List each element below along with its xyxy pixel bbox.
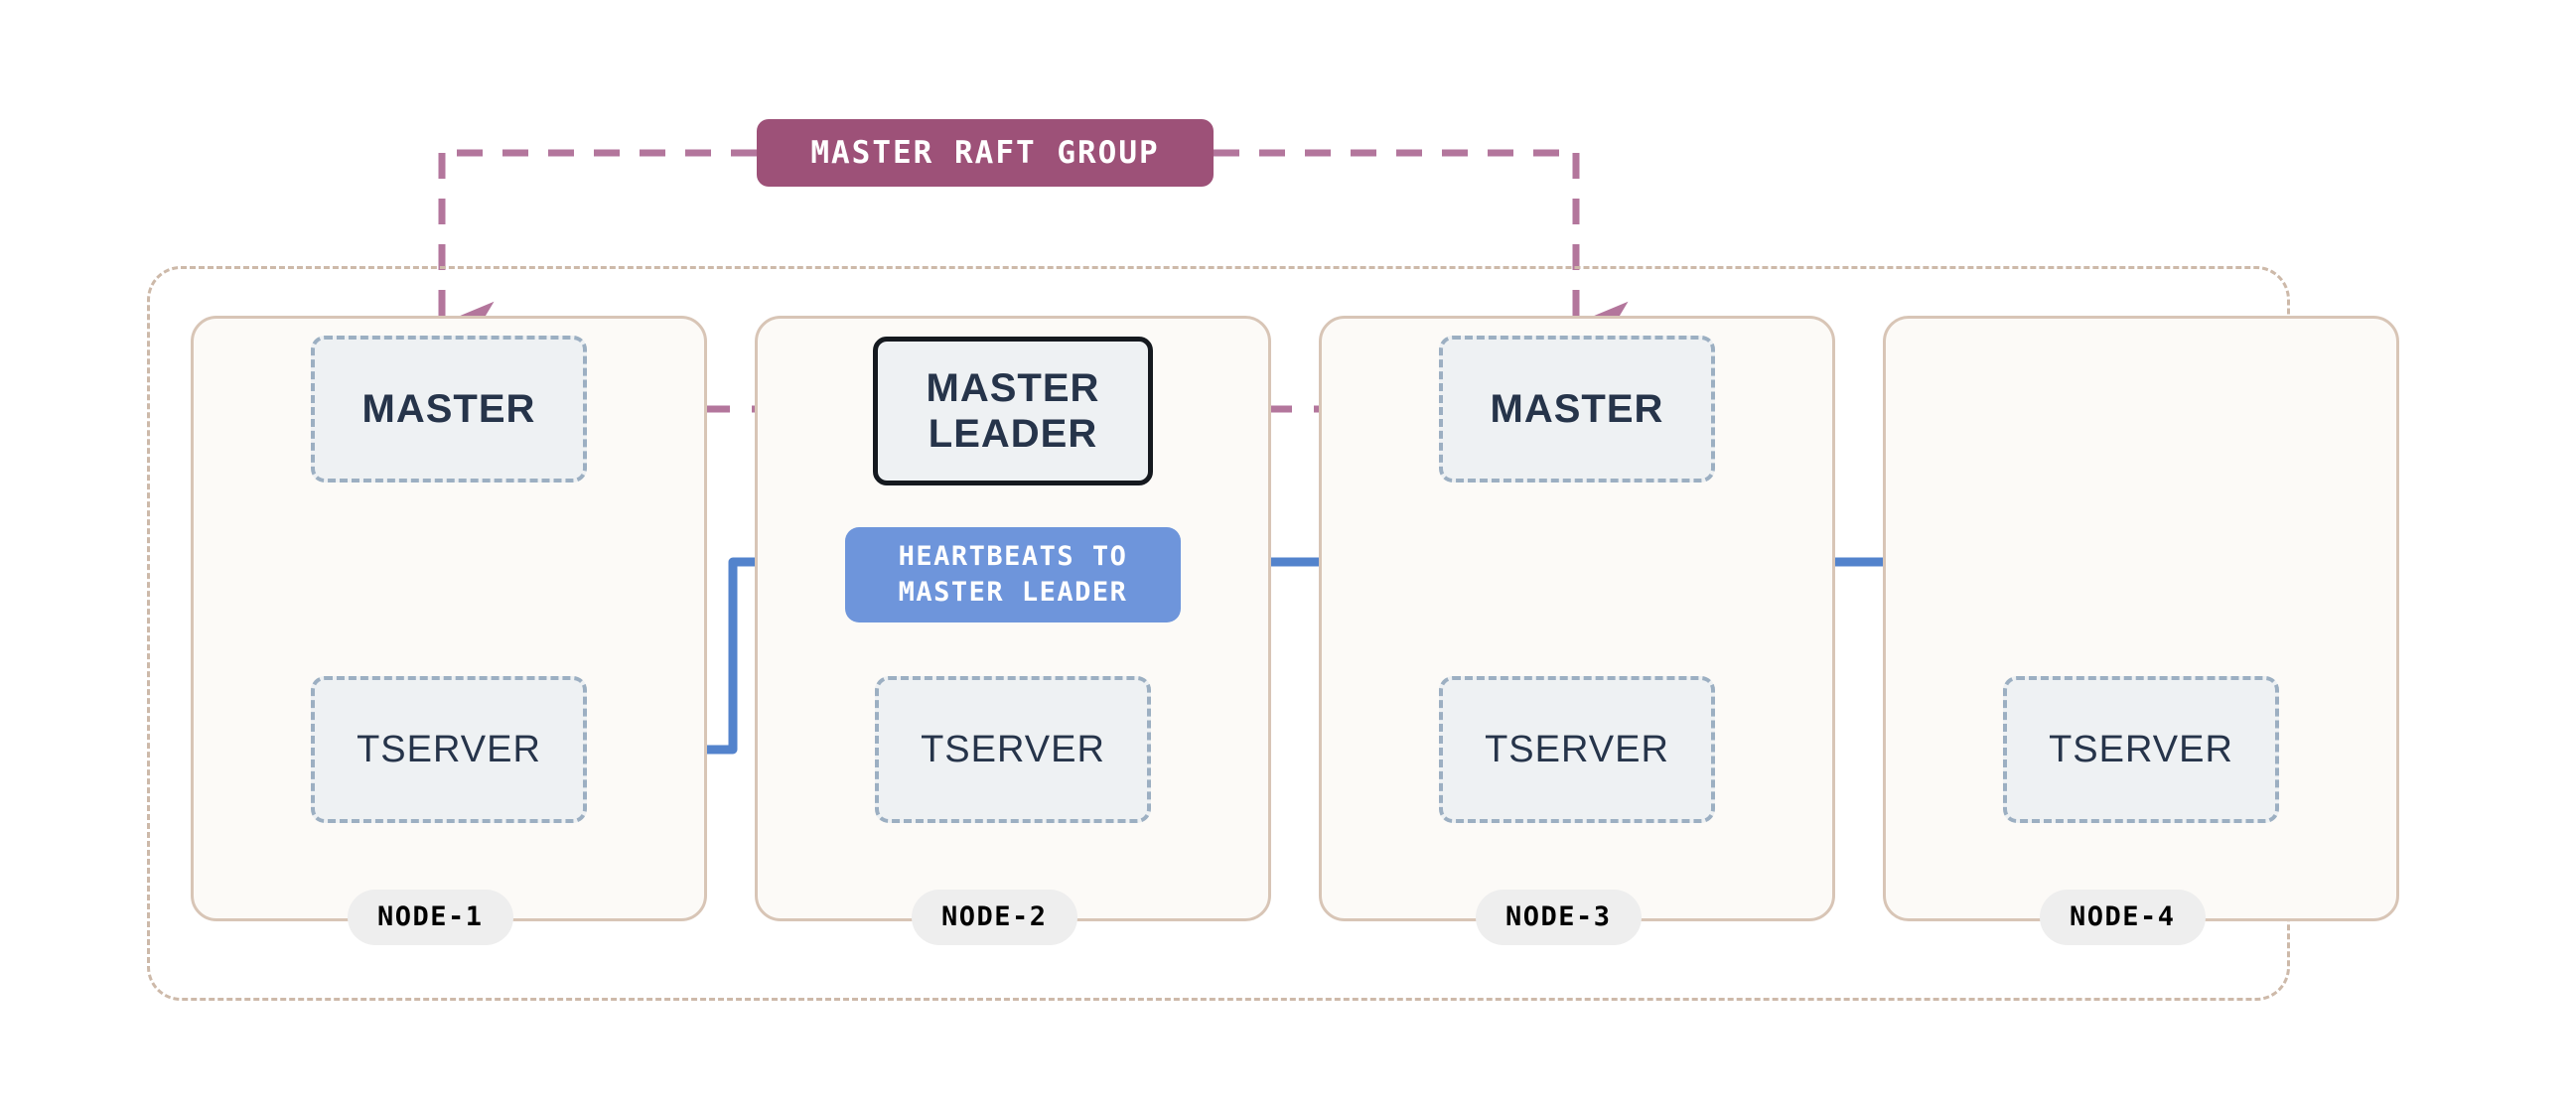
tserver-label: TSERVER	[921, 728, 1105, 770]
node-container-node-4[interactable]	[1883, 316, 2399, 921]
tserver-label: TSERVER	[1485, 728, 1669, 770]
tserver-box-node-4[interactable]: TSERVER	[2003, 676, 2279, 823]
heartbeats-label[interactable]: HEARTBEATS TO MASTER LEADER	[845, 527, 1181, 622]
tserver-box-node-2[interactable]: TSERVER	[875, 676, 1151, 823]
tserver-label: TSERVER	[2049, 728, 2233, 770]
heartbeats-text-line2: MASTER LEADER	[898, 577, 1128, 608]
tserver-box-node-1[interactable]: TSERVER	[311, 676, 587, 823]
master-leader-label-line1: MASTER	[926, 366, 1100, 410]
node-label-node-3: NODE-3	[1476, 890, 1642, 945]
node-label-node-4: NODE-4	[2040, 890, 2206, 945]
heartbeats-text-line1: HEARTBEATS TO	[898, 541, 1128, 573]
master-label: MASTER	[361, 386, 536, 431]
raft-group-text: MASTER RAFT GROUP	[810, 135, 1160, 171]
tserver-label: TSERVER	[357, 728, 541, 770]
master-leader-box-node-2[interactable]: MASTER LEADER	[873, 337, 1153, 485]
master-leader-label-line2: LEADER	[928, 412, 1098, 456]
node-label-node-1: NODE-1	[348, 890, 513, 945]
master-box-node-1[interactable]: MASTER	[311, 336, 587, 483]
node-label-node-2: NODE-2	[912, 890, 1077, 945]
tserver-box-node-3[interactable]: TSERVER	[1439, 676, 1715, 823]
master-box-node-3[interactable]: MASTER	[1439, 336, 1715, 483]
master-label: MASTER	[1490, 386, 1664, 431]
master-raft-group-label[interactable]: MASTER RAFT GROUP	[757, 119, 1214, 187]
